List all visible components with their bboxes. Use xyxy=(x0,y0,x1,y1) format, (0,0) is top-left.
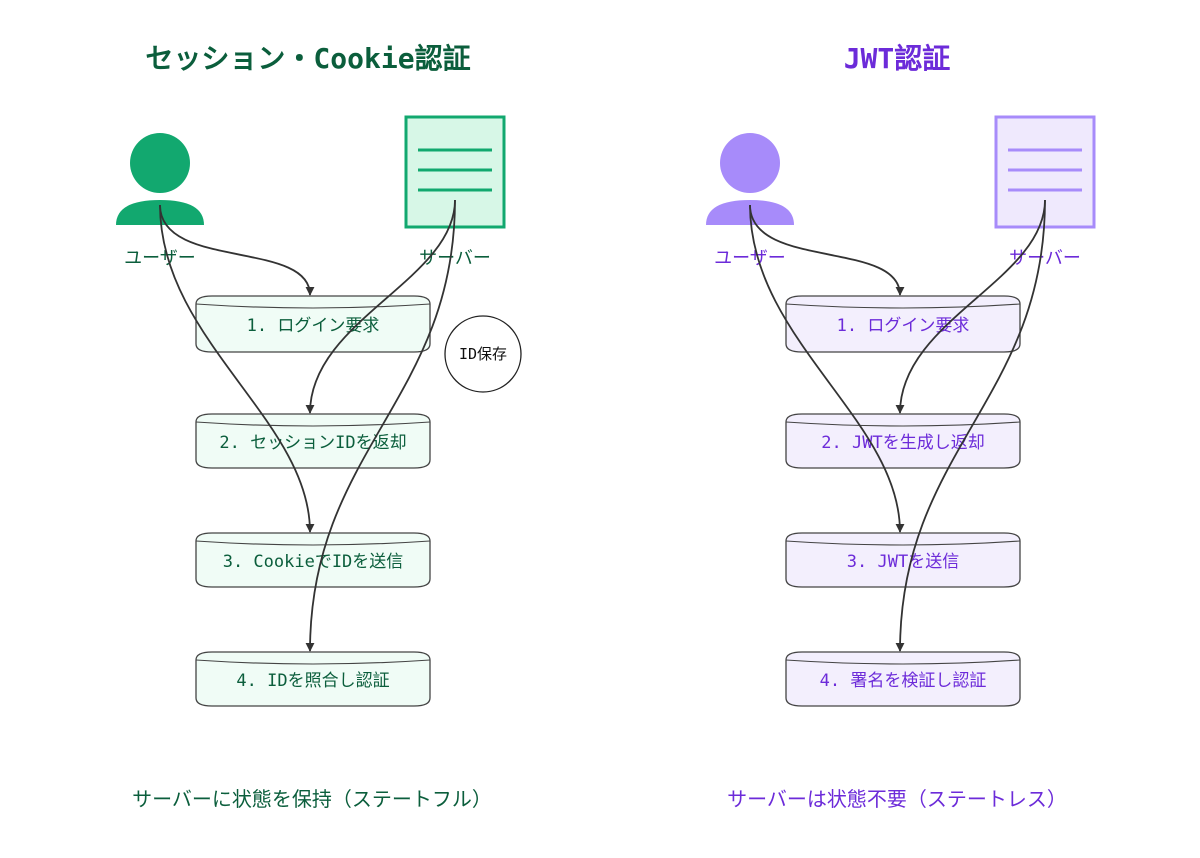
session-step-2-box: 2. セッションIDを返却 xyxy=(195,413,431,469)
session-arrow-server-step2 xyxy=(305,199,456,414)
session-step-2-label: 2. セッションIDを返却 xyxy=(219,433,406,453)
jwt-panel: JWT認証 ユーザー サーバー 1. ログイン要求 2. JWTを生成し返却 3… xyxy=(706,42,1096,811)
jwt-step-2-box: 2. JWTを生成し返却 xyxy=(785,413,1021,469)
jwt-caption: サーバーは状態不要（ステートレス） xyxy=(727,787,1067,811)
jwt-step-4-label: 4. 署名を検証し認証 xyxy=(820,671,987,691)
jwt-user-label: ユーザー xyxy=(714,248,786,269)
jwt-step-3-box: 3. JWTを送信 xyxy=(785,532,1021,588)
session-step-1-label: 1. ログイン要求 xyxy=(247,316,380,336)
jwt-step-1-label: 1. ログイン要求 xyxy=(837,316,970,336)
session-note-label: ID保存 xyxy=(459,345,507,363)
jwt-title: JWT認証 xyxy=(844,42,951,75)
session-id-store-note: ID保存 xyxy=(444,315,522,393)
jwt-arrow-user-step3 xyxy=(749,204,905,533)
jwt-arrow-user-step1 xyxy=(749,204,905,296)
session-step-3-box: 3. CookieでIDを送信 xyxy=(195,532,431,588)
jwt-step-2-label: 2. JWTを生成し返却 xyxy=(821,433,984,453)
session-step-4-label: 4. IDを照合し認証 xyxy=(236,671,389,691)
session-arrow-user-step3 xyxy=(159,204,315,533)
session-caption: サーバーに状態を保持（ステートフル） xyxy=(132,787,492,811)
jwt-step-4-box: 4. 署名を検証し認証 xyxy=(785,651,1021,707)
session-panel: セッション・Cookie認証 ユーザー サーバー 1. ログイン要求 2. セッ… xyxy=(116,42,522,811)
jwt-server-label: サーバー xyxy=(1009,248,1081,269)
session-server-label: サーバー xyxy=(419,248,491,269)
session-step-4-box: 4. IDを照合し認証 xyxy=(195,651,431,707)
jwt-arrow-server-step4 xyxy=(895,199,1046,652)
session-step-1-box: 1. ログイン要求 xyxy=(195,295,431,353)
session-arrow-server-step4 xyxy=(305,199,456,652)
session-user-label: ユーザー xyxy=(124,248,196,269)
jwt-step-1-box: 1. ログイン要求 xyxy=(785,295,1021,353)
session-step-3-label: 3. CookieでIDを送信 xyxy=(223,552,404,572)
session-title: セッション・Cookie認証 xyxy=(145,42,470,75)
jwt-arrow-server-step2 xyxy=(895,199,1046,414)
jwt-step-3-label: 3. JWTを送信 xyxy=(847,552,959,572)
session-arrow-user-step1 xyxy=(159,204,315,296)
